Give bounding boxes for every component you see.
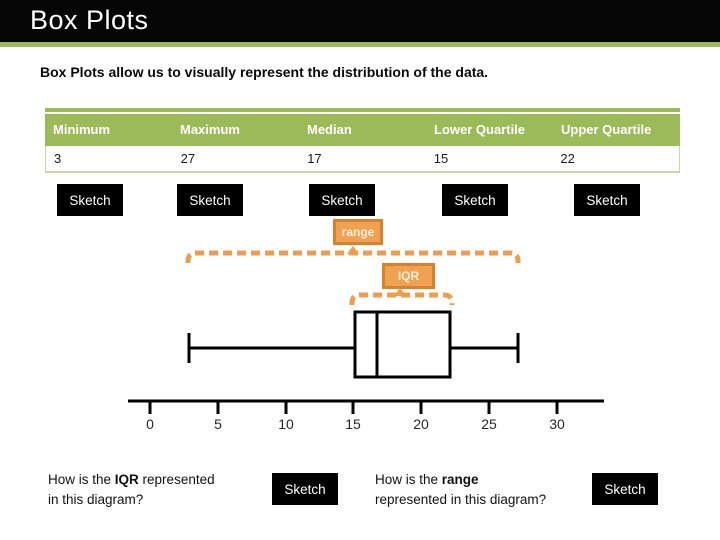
value-lower-quartile: 15	[433, 151, 449, 166]
title-bar: Box Plots	[0, 0, 720, 42]
header-minimum: Minimum	[53, 122, 111, 137]
header-upper-quartile: Upper Quartile	[561, 122, 652, 137]
header-maximum: Maximum	[180, 122, 240, 137]
boxplot-diagram	[128, 246, 604, 414]
value-minimum: 3	[54, 151, 62, 166]
title-divider	[0, 42, 720, 47]
tick-label-30: 30	[549, 416, 565, 432]
value-upper-quartile: 22	[560, 151, 575, 166]
tick-label-25: 25	[481, 416, 497, 432]
sketch-button-minimum[interactable]: Sketch	[57, 184, 123, 216]
header-lower-quartile: Lower Quartile	[434, 122, 526, 137]
iqr-question: How is the IQR represented in this diagr…	[48, 470, 215, 510]
sketch-button-iqr-answer[interactable]: Sketch	[272, 473, 338, 505]
table-row: 3 27 17 15 22	[45, 146, 680, 173]
sketch-button-lower-quartile[interactable]: Sketch	[442, 184, 508, 216]
tick-label-20: 20	[413, 416, 429, 432]
tick-label-0: 0	[146, 416, 154, 432]
tick-label-5: 5	[214, 416, 222, 432]
page-title: Box Plots	[30, 5, 149, 35]
tick-label-15: 15	[345, 416, 361, 432]
sketch-button-median[interactable]: Sketch	[309, 184, 375, 216]
sketch-button-range-answer[interactable]: Sketch	[592, 473, 658, 505]
range-question-line1: How is the range	[375, 472, 479, 487]
boxplot-box	[353, 310, 452, 379]
iqr-brace-pointer	[394, 288, 406, 296]
sketch-button-maximum[interactable]: Sketch	[177, 184, 243, 216]
value-median: 17	[307, 151, 322, 166]
iqr-callout: IQR	[382, 263, 435, 289]
iqr-brace	[349, 292, 455, 305]
range-brace-pointer	[347, 246, 359, 254]
tick-marks	[148, 401, 559, 414]
range-question: How is the range represented in this dia…	[375, 470, 546, 510]
iqr-question-line2: in this diagram?	[48, 492, 144, 507]
sketch-button-upper-quartile[interactable]: Sketch	[574, 184, 640, 216]
intro-text: Box Plots allow us to visually represent…	[40, 64, 489, 80]
header-median: Median	[307, 122, 352, 137]
value-maximum: 27	[180, 151, 196, 166]
range-question-line2: represented in this diagram?	[375, 492, 547, 507]
tick-label-10: 10	[278, 416, 294, 432]
stats-table-header: Minimum Maximum Median Lower Quartile Up…	[45, 114, 680, 146]
range-callout: range	[333, 219, 383, 245]
iqr-question-line1: How is the IQR represented	[48, 472, 215, 487]
range-brace	[185, 250, 521, 263]
stats-table: Minimum Maximum Median Lower Quartile Up…	[45, 108, 680, 173]
